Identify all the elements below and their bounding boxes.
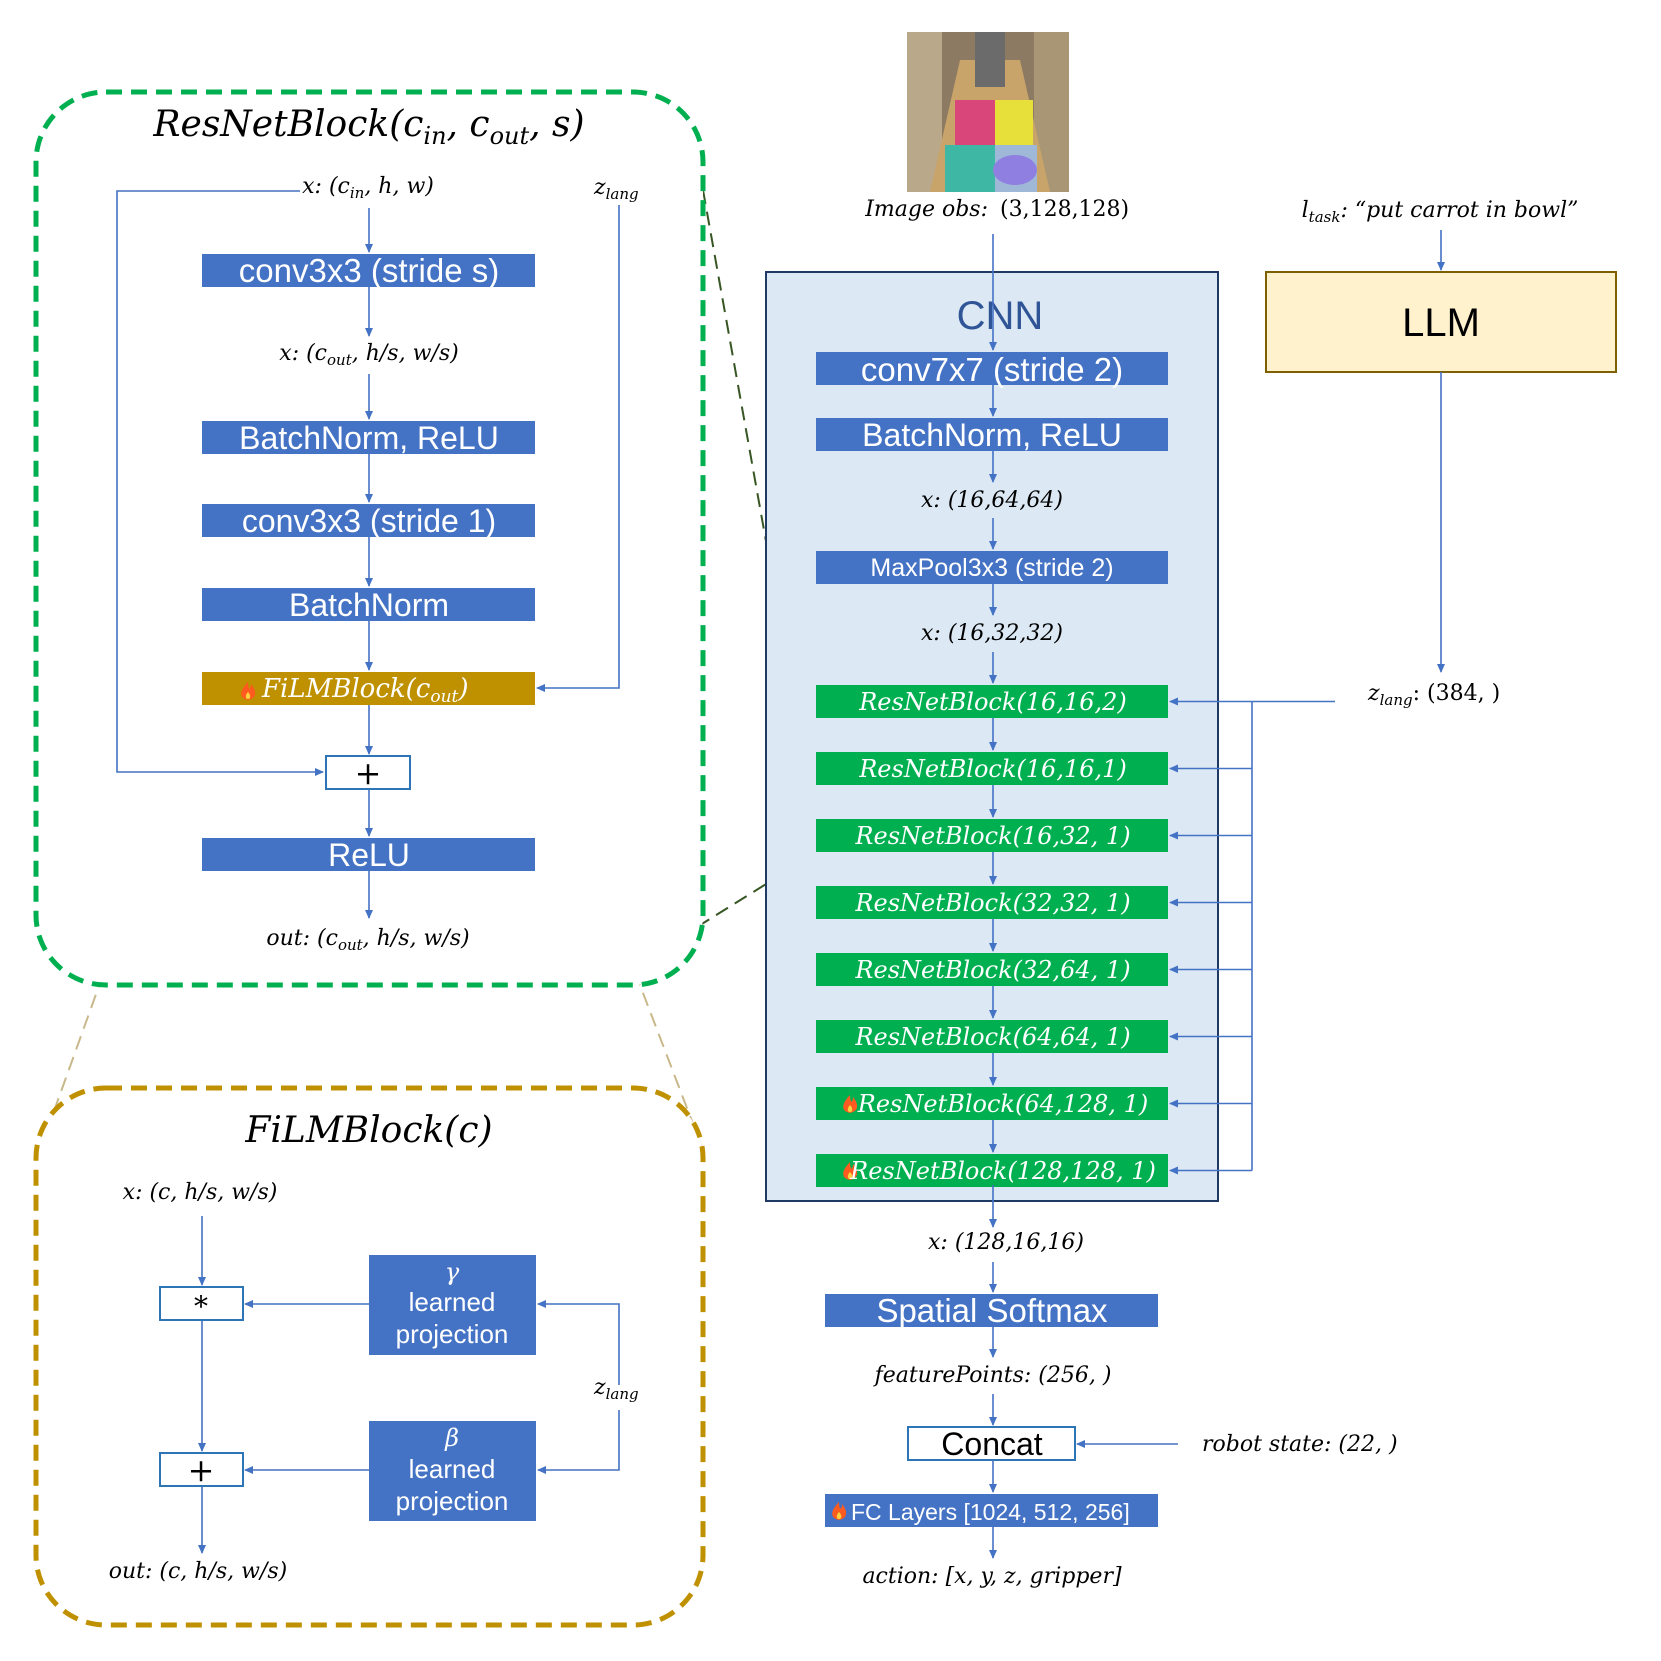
resnet-block-label: ResNetBlock(16,32, 1) <box>854 822 1130 850</box>
film-block <box>202 672 535 705</box>
resnet-block-label: ResNetBlock(16,16,2) <box>858 688 1127 716</box>
cnn-batchnorm-relu-block <box>816 418 1168 451</box>
batchnorm-relu-block <box>202 421 535 454</box>
feature-points-label: featurePoints: (256, ) <box>873 1363 1112 1388</box>
gamma-line2: projection <box>396 1319 509 1349</box>
resnet-block-label: ResNetBlock(64,128, 1) <box>857 1090 1148 1118</box>
resnet-block-label: ResNetBlock(64,64, 1) <box>854 1023 1130 1051</box>
resnet-out-label: out: (cout, h/s, w/s) <box>266 926 469 954</box>
resnet-block <box>816 1154 1168 1187</box>
resnet-block-label: ResNetBlock(32,32, 1) <box>854 889 1130 917</box>
resnet-block-stack: ResNetBlock(16,16,2) ResNetBlock(16,16,1)… <box>816 685 1168 1187</box>
x-shape-2: x: (16,32,32) <box>921 621 1063 646</box>
x-shape-1: x: (16,64,64) <box>921 488 1063 513</box>
gamma-line1: learned <box>409 1287 496 1317</box>
fire-icon <box>832 1502 847 1520</box>
fc-layers-label: FC Layers [1024, 512, 256] <box>851 1499 1130 1525</box>
spatial-softmax-label: Spatial Softmax <box>876 1292 1108 1329</box>
resnet-block-label: ResNetBlock(32,64, 1) <box>854 956 1130 984</box>
batchnorm-relu-label: BatchNorm, ReLU <box>239 420 499 456</box>
film-block-label: FiLMBlock(cout) <box>261 674 469 707</box>
spatial-softmax-block <box>825 1294 1158 1327</box>
relu-label: ReLU <box>328 837 410 873</box>
cnn-container <box>765 271 1219 1202</box>
film-zlang-label: zlang <box>593 1375 639 1403</box>
llm-zlang-label: zlang: (384, ) <box>1367 681 1500 709</box>
x-shape-3: x: (128,16,16) <box>928 1230 1084 1255</box>
fire-icon <box>241 682 256 700</box>
zlang-to-film-arrow <box>536 205 620 692</box>
concat-block <box>907 1426 1076 1461</box>
film-input-label: x: (c, h/s, w/s) <box>123 1180 278 1205</box>
beta-projection-block <box>369 1421 536 1521</box>
zlang-to-beta-arrow <box>537 1410 620 1474</box>
fc-layers-block <box>825 1494 1158 1527</box>
gamma-projection-block <box>369 1255 536 1355</box>
beta-symbol: β <box>444 1424 459 1452</box>
resnet-panel-title: ResNetBlock(cin, cout, s) <box>152 104 584 150</box>
image-obs-label: Image obs: <box>864 197 988 222</box>
maxpool-block <box>816 551 1168 584</box>
conv7x7-block <box>816 352 1168 385</box>
resnet-block-label: ResNetBlock(128,128, 1) <box>849 1157 1156 1185</box>
resnet-block <box>816 685 1168 718</box>
conv3x3-stride-s-label: conv3x3 (stride s) <box>239 252 499 289</box>
resnet-block <box>816 1087 1168 1120</box>
resnet-block <box>816 953 1168 986</box>
resnet-block <box>816 1020 1168 1053</box>
resnet-block <box>816 752 1168 785</box>
film-out-label: out: (c, h/s, w/s) <box>109 1559 288 1584</box>
add-node <box>325 755 411 790</box>
resnet-zlang-label: zlang <box>593 175 639 203</box>
multiply-node <box>159 1286 244 1321</box>
add-node-symbol: + <box>355 754 382 792</box>
resnet-mid-label: x: (cout, h/s, w/s) <box>279 341 458 369</box>
batchnorm-block <box>202 588 535 621</box>
conv3x3-stride-s-block <box>202 254 535 287</box>
gamma-symbol: γ <box>445 1258 460 1286</box>
robot-scene-image <box>907 32 1069 192</box>
conv3x3-stride-1-block <box>202 504 535 537</box>
film-add-symbol: + <box>188 1451 215 1489</box>
zlang-to-gamma-arrow <box>537 1300 620 1385</box>
cnn-batchnorm-relu-label: BatchNorm, ReLU <box>862 417 1122 453</box>
zlang-fanout-arrows <box>1169 697 1335 1175</box>
llm-label: LLM <box>1402 301 1480 345</box>
maxpool-label: MaxPool3x3 (stride 2) <box>870 554 1113 582</box>
fire-icon <box>843 1162 858 1180</box>
resnet-block <box>816 886 1168 919</box>
batchnorm-label: BatchNorm <box>289 587 449 623</box>
film-add-node <box>159 1452 244 1487</box>
resnet-input-label: x: (cin, h, w) <box>302 174 434 202</box>
film-panel-border <box>33 1085 706 1628</box>
film-panel-title: FiLMBlock(c) <box>244 1110 492 1151</box>
image-obs-shape: (3,128,128) <box>1000 197 1129 222</box>
cnn-title: CNN <box>957 294 1044 338</box>
task-label: ltask: “put carrot in bowl” <box>1302 198 1579 226</box>
conv3x3-stride-1-label: conv3x3 (stride 1) <box>242 503 496 539</box>
conv7x7-label: conv7x7 (stride 2) <box>861 351 1123 388</box>
fire-icon <box>843 1095 858 1113</box>
resnet-block-label: ResNetBlock(16,16,1) <box>858 755 1127 783</box>
multiply-symbol: * <box>194 1290 208 1323</box>
relu-block <box>202 838 535 871</box>
resnet-block <box>816 819 1168 852</box>
skip-connection-arrow <box>116 190 324 776</box>
beta-line2: projection <box>396 1486 509 1516</box>
action-label: action: [x, y, z, gripper] <box>862 1564 1122 1589</box>
beta-line1: learned <box>409 1454 496 1484</box>
concat-label: Concat <box>941 1426 1043 1462</box>
robot-state-label: robot state: (22, ) <box>1202 1432 1398 1457</box>
